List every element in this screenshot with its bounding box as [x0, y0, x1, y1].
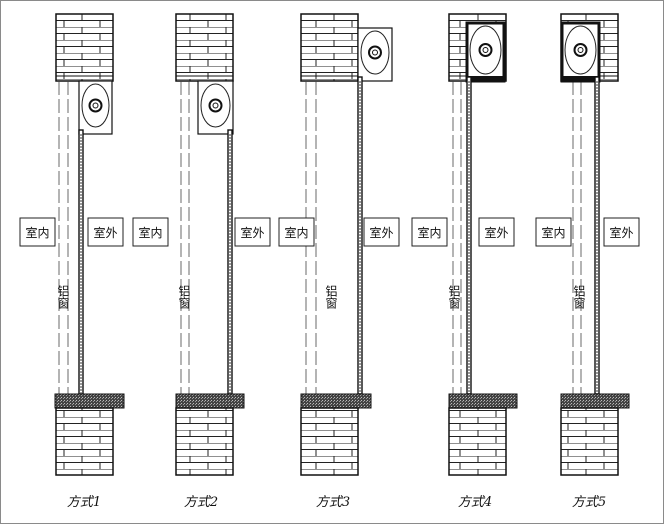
indoor-label: 室内 [138, 225, 162, 240]
window-sill [54, 393, 125, 409]
indoor-label: 室内 [284, 225, 308, 240]
upper-brick-wall [175, 13, 234, 82]
method-caption: 方式2 [184, 495, 218, 510]
roller-axle-hole [92, 102, 99, 109]
outdoor-label-box [234, 217, 271, 247]
outdoor-label-box [363, 217, 400, 247]
outdoor-label: 室外 [609, 225, 633, 240]
upper-brick-wall [55, 13, 114, 82]
outdoor-label: 室外 [240, 225, 264, 240]
method-caption: 方式4 [458, 495, 492, 510]
outdoor-label: 室外 [93, 225, 117, 240]
window-label: 铝窗 [447, 284, 461, 310]
outdoor-label: 室外 [369, 225, 393, 240]
indoor-label-box [19, 217, 56, 247]
window-label: 铝窗 [572, 284, 586, 310]
indoor-label: 室内 [541, 225, 565, 240]
lower-brick-wall [448, 407, 507, 476]
roller-axle-hole [212, 102, 219, 109]
window-sill [300, 393, 372, 409]
roller-axle-hole [482, 47, 489, 53]
indoor-label-box [278, 217, 315, 247]
window-sill [175, 393, 245, 409]
indoor-label-box [535, 217, 572, 247]
outdoor-label-box [478, 217, 515, 247]
method-caption: 方式5 [572, 495, 606, 510]
box-base [562, 76, 599, 81]
outdoor-label-box [603, 217, 640, 247]
roller-axle-hole [577, 47, 584, 53]
indoor-label-box [132, 217, 169, 247]
indoor-label: 室内 [25, 225, 49, 240]
lower-brick-wall [560, 407, 619, 476]
indoor-label-box [411, 217, 448, 247]
box-base [467, 76, 504, 81]
window-label: 铝窗 [56, 284, 70, 310]
window-label: 铝窗 [177, 284, 191, 310]
outdoor-label: 室外 [484, 225, 508, 240]
roller-axle-hole [372, 49, 378, 56]
window-sill [560, 393, 630, 409]
lower-brick-wall [300, 407, 359, 476]
lower-brick-wall [55, 407, 114, 476]
method-caption: 方式1 [67, 495, 101, 510]
method-caption: 方式3 [316, 495, 350, 510]
window-sill [448, 393, 518, 409]
window-label: 铝窗 [324, 284, 338, 310]
indoor-label: 室内 [417, 225, 441, 240]
outdoor-label-box [87, 217, 124, 247]
lower-brick-wall [175, 407, 234, 476]
upper-brick-wall [300, 13, 359, 82]
